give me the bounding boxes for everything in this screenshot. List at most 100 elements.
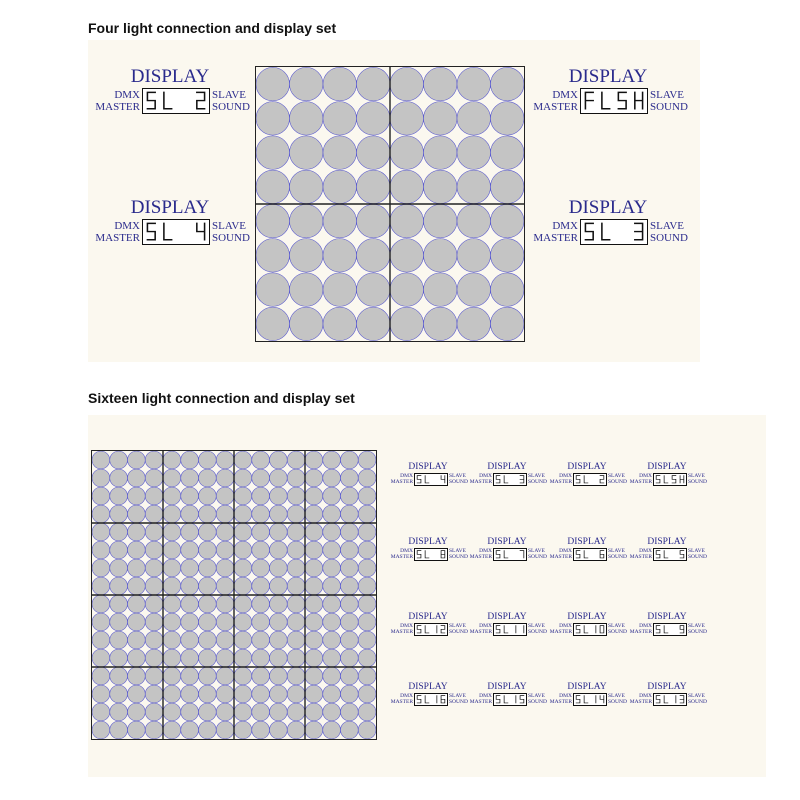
led: [233, 612, 253, 632]
lcd-digits: [146, 91, 206, 110]
lcd-display: [414, 473, 448, 486]
led: [127, 522, 146, 542]
led: [340, 451, 359, 470]
led: [162, 486, 182, 506]
led: [356, 67, 391, 102]
led: [490, 135, 524, 170]
dmx-label: DMX: [114, 89, 140, 101]
led: [162, 666, 182, 686]
dmx-label: DMX: [559, 473, 572, 479]
dmx-label: DMX: [400, 548, 413, 554]
lcd-digits: [655, 475, 685, 484]
led: [233, 630, 253, 650]
slave-label: SLAVE: [449, 623, 467, 629]
master-label: MASTER: [390, 699, 413, 705]
dmx-label: DMX: [559, 623, 572, 629]
led: [92, 451, 111, 470]
dmx-label: DMX: [114, 220, 140, 232]
led: [92, 540, 111, 560]
led: [389, 272, 424, 307]
led: [215, 451, 235, 470]
display-title: DISPLAY: [130, 197, 210, 218]
led: [304, 540, 324, 560]
master-label: MASTER: [469, 479, 492, 485]
led: [144, 576, 164, 596]
led: [144, 612, 164, 632]
led: [256, 238, 290, 273]
led: [127, 684, 146, 704]
led: [215, 648, 235, 668]
led: [233, 540, 253, 560]
sound-label: SOUND: [528, 699, 547, 705]
led: [215, 486, 235, 506]
lcd-digits: [495, 625, 525, 634]
led: [286, 576, 306, 596]
led: [286, 594, 306, 614]
led: [215, 630, 235, 650]
led: [127, 612, 146, 632]
sound-label: SOUND: [528, 629, 547, 635]
slave-label: SLAVE: [608, 473, 626, 479]
led: [215, 540, 235, 560]
led: [251, 468, 270, 488]
led: [286, 451, 306, 470]
lcd-display: [653, 623, 687, 636]
master-label: MASTER: [629, 699, 652, 705]
led: [289, 238, 324, 273]
led: [356, 135, 391, 170]
led: [256, 306, 290, 341]
lcd-display: [573, 693, 607, 706]
dmx-label: DMX: [639, 623, 652, 629]
led: [357, 576, 376, 596]
led: [180, 684, 199, 704]
led: [357, 720, 376, 739]
led: [215, 666, 235, 686]
master-label: MASTER: [549, 479, 572, 485]
led: [109, 612, 128, 632]
four-light-grid: [255, 66, 525, 342]
led: [198, 594, 217, 614]
led: [180, 612, 199, 632]
slave-label: SLAVE: [449, 548, 467, 554]
led: [92, 468, 111, 488]
led: [109, 594, 128, 614]
led: [340, 558, 359, 578]
led: [251, 522, 270, 542]
dmx-label: DMX: [400, 473, 413, 479]
led: [340, 648, 359, 668]
lcd-display: [573, 623, 607, 636]
display-panel: DISPLAY DMX MASTER SLAVE SOUND: [627, 462, 707, 486]
led: [423, 169, 458, 204]
led: [92, 684, 111, 704]
master-label: MASTER: [390, 554, 413, 560]
led: [304, 451, 324, 470]
display-panel: DISPLAY DMX MASTER SLAVE SOUND: [547, 537, 627, 561]
led: [92, 630, 111, 650]
led: [127, 720, 146, 739]
slave-label: SLAVE: [688, 623, 706, 629]
section-title-four-light: Four light connection and display set: [88, 20, 337, 36]
led: [389, 169, 424, 204]
lcd-display: [414, 623, 448, 636]
led: [180, 558, 199, 578]
led: [144, 486, 164, 506]
led: [289, 306, 324, 341]
led: [304, 486, 324, 506]
lcd-digits: [495, 695, 525, 704]
led: [340, 540, 359, 560]
slave-label: SLAVE: [688, 693, 706, 699]
led: [304, 576, 324, 596]
led-matrix: [92, 451, 376, 739]
led: [322, 67, 357, 102]
display-title: DISPLAY: [130, 66, 210, 87]
display-title: DISPLAY: [408, 682, 448, 692]
led: [127, 594, 146, 614]
sound-label: SOUND: [449, 699, 468, 705]
slave-label: SLAVE: [212, 89, 247, 101]
sixteen-light-grid: [91, 450, 377, 740]
led: [340, 594, 359, 614]
led: [286, 486, 306, 506]
led: [198, 630, 217, 650]
led: [357, 648, 376, 668]
led: [322, 504, 341, 524]
